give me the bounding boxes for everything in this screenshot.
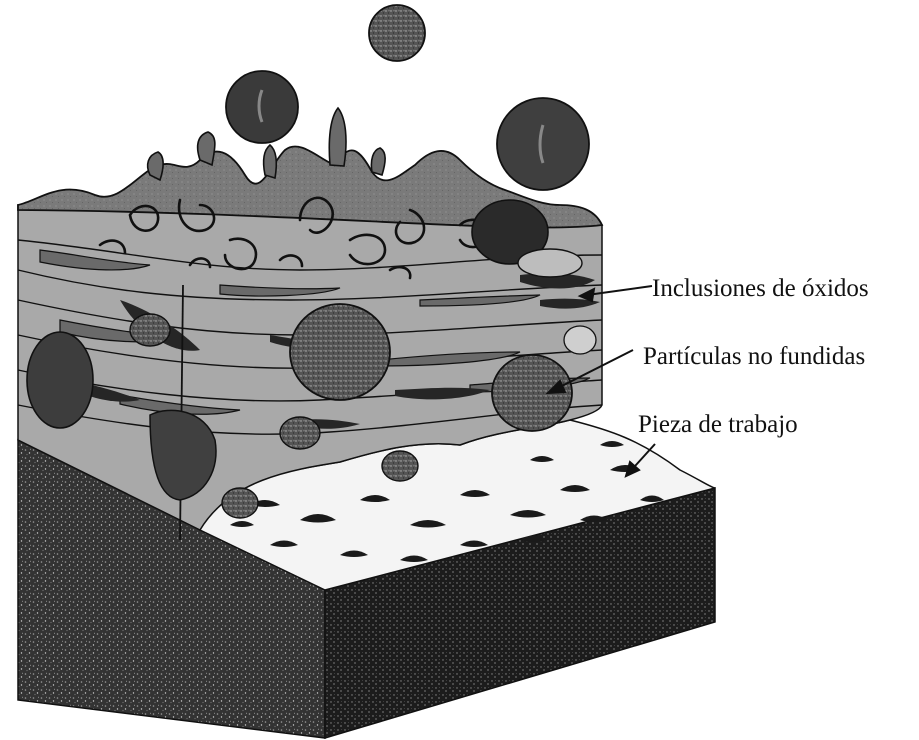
- label-oxide-inclusions: Inclusiones de óxidos: [652, 275, 869, 302]
- label-unmelted-particles: Partículas no fundidas: [643, 343, 865, 370]
- label-workpiece: Pieza de trabajo: [638, 411, 798, 438]
